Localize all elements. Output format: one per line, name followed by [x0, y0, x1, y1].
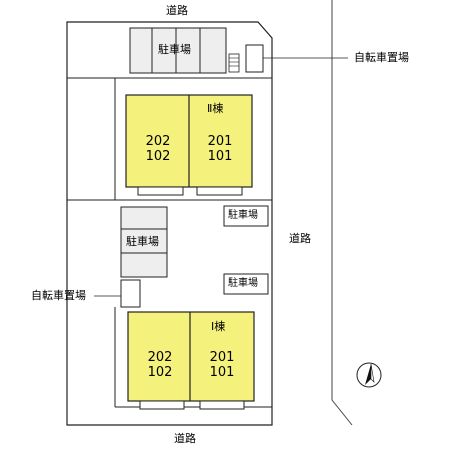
unit-number: 101	[209, 365, 235, 380]
unit-number: 202	[145, 134, 171, 149]
unit-column: 201 101	[200, 134, 240, 164]
parking-box-right-bottom	[223, 273, 269, 295]
stairs	[228, 53, 240, 73]
parking-label-middle-left: 駐車場	[126, 235, 159, 248]
unit-number: 102	[145, 149, 171, 164]
road-label-top: 道路	[166, 4, 188, 17]
unit-column: 201 101	[202, 350, 242, 380]
north-arrow-icon	[356, 362, 382, 388]
parking-label-top: 駐車場	[158, 43, 191, 56]
unit-number: 202	[147, 350, 173, 365]
unit-number: 101	[207, 149, 233, 164]
middle-left-parking-area	[120, 206, 168, 278]
building-1-name: Ⅰ棟	[211, 320, 226, 333]
building-1	[127, 311, 255, 410]
unit-column: 202 102	[140, 350, 180, 380]
building-2	[125, 94, 253, 196]
parking-box-right-top	[223, 205, 269, 227]
unit-number: 201	[207, 134, 233, 149]
bicycle-parking-label-middle: 自転車置場	[31, 289, 86, 302]
bicycle-parking-label-top: 自転車置場	[354, 51, 409, 64]
bicycle-parking-top	[245, 44, 264, 73]
unit-number: 102	[147, 365, 173, 380]
parking-label-right-top: 駐車場	[228, 210, 258, 221]
unit-column: 202 102	[138, 134, 178, 164]
road-edge-right	[331, 0, 353, 426]
building-2-name: Ⅱ棟	[207, 102, 224, 115]
bicycle-parking-middle	[120, 279, 141, 308]
unit-number: 201	[209, 350, 235, 365]
road-label-right: 道路	[289, 232, 311, 245]
road-label-bottom: 道路	[174, 432, 196, 445]
parking-label-right-bottom: 駐車場	[228, 278, 258, 289]
top-parking-area	[129, 27, 227, 74]
